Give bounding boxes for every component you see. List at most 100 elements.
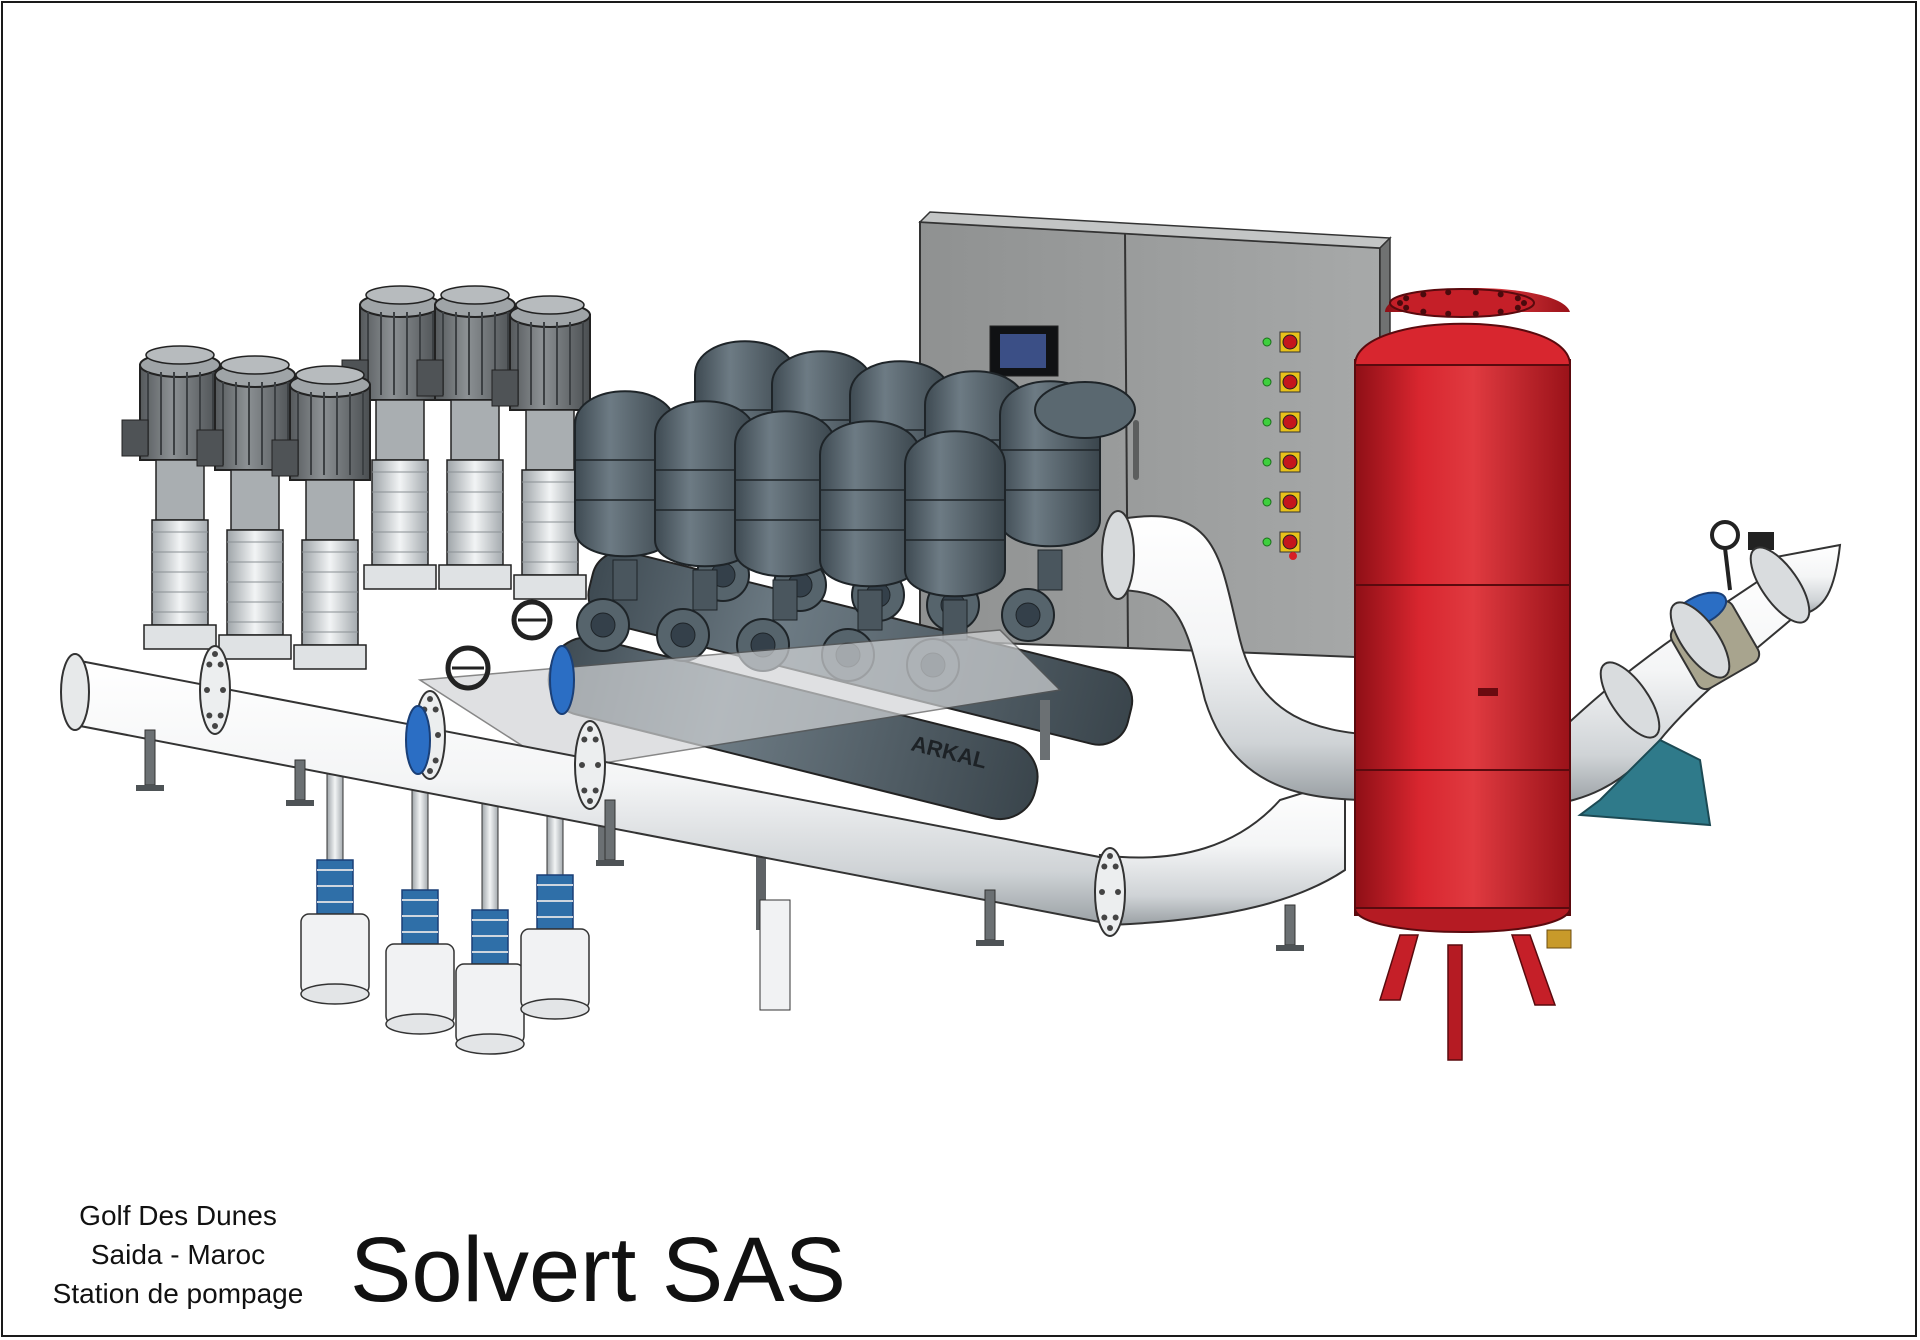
manhole-bolt bbox=[1514, 295, 1521, 302]
vertical-pumps bbox=[121, 285, 591, 670]
selector-switches bbox=[1262, 331, 1301, 560]
project-name: Golf Des Dunes bbox=[79, 1200, 277, 1231]
flange-bolt bbox=[1112, 863, 1119, 870]
suction-strainer bbox=[300, 749, 370, 1005]
switch-knob-icon bbox=[1282, 454, 1298, 470]
vertical-pump bbox=[121, 345, 221, 650]
selector-switch bbox=[1262, 531, 1301, 553]
flange-bolt bbox=[1101, 914, 1108, 921]
flange-bolt bbox=[1107, 853, 1113, 859]
company-name: Solvert SAS bbox=[350, 1219, 846, 1321]
selector-switch bbox=[1262, 371, 1301, 393]
pipe-support bbox=[1276, 904, 1304, 951]
indicator-lamp bbox=[1262, 337, 1272, 347]
suction-strainer bbox=[385, 779, 455, 1035]
suction-strainers bbox=[300, 749, 590, 1055]
pipe-flange bbox=[1749, 546, 1811, 624]
flange-bolt bbox=[579, 762, 585, 768]
vertical-pump bbox=[416, 285, 516, 590]
flange-bolt bbox=[217, 661, 224, 668]
disc-filter bbox=[654, 400, 756, 662]
switch-knob-icon bbox=[1282, 334, 1298, 350]
manhole-bolt bbox=[1445, 310, 1452, 317]
manhole-bolt bbox=[1497, 308, 1504, 315]
flange-bolt bbox=[587, 798, 593, 804]
pipe-flange bbox=[199, 645, 231, 735]
drain-valve bbox=[1546, 929, 1572, 949]
switch-knob-icon bbox=[1282, 534, 1298, 550]
manhole-bolt bbox=[1403, 304, 1410, 311]
pressure-vessel bbox=[1353, 288, 1572, 1061]
pump-motor bbox=[509, 314, 591, 411]
title-block: Golf Des Dunes Saida - Maroc Station de … bbox=[28, 1196, 328, 1313]
outlet-pipe-right bbox=[1528, 520, 1842, 827]
pump-base bbox=[218, 634, 292, 660]
pipe-end-flange bbox=[60, 653, 90, 731]
project-location: Saida - Maroc bbox=[90, 1239, 266, 1270]
pipe-flange bbox=[1669, 601, 1731, 679]
flange-bolt bbox=[1112, 914, 1119, 921]
flange-bolt bbox=[217, 712, 224, 719]
vessel-legs bbox=[1378, 934, 1557, 1061]
selector-switch bbox=[1262, 331, 1301, 353]
manhole-bolt bbox=[1521, 300, 1527, 306]
flange-bolt bbox=[212, 723, 218, 729]
flange-bolt bbox=[427, 768, 433, 774]
pump-base bbox=[293, 644, 367, 670]
strainer-basket bbox=[385, 943, 455, 1025]
flange-bolt bbox=[432, 706, 439, 713]
panel-handle-icon bbox=[1133, 420, 1139, 480]
flange-bolt bbox=[595, 762, 601, 768]
isolation-valves bbox=[405, 599, 575, 775]
flange-bolt bbox=[592, 787, 599, 794]
manhole-bolt bbox=[1472, 289, 1479, 296]
disc-filters bbox=[574, 340, 1136, 692]
terminal-box bbox=[491, 369, 519, 407]
main-discharge-pipe bbox=[60, 645, 1346, 951]
pump-base bbox=[438, 564, 512, 590]
flange-bolt bbox=[587, 726, 593, 732]
terminal-box bbox=[271, 439, 299, 477]
hmi-screen bbox=[989, 325, 1059, 377]
terminal-box bbox=[416, 359, 444, 397]
drawing-subject: Station de pompage bbox=[52, 1278, 304, 1309]
pump-motor bbox=[289, 384, 371, 481]
flange-bolt bbox=[435, 732, 441, 738]
flange-bolt bbox=[206, 661, 213, 668]
manhole-bolt bbox=[1445, 289, 1452, 296]
pump-base bbox=[513, 574, 587, 600]
control-panel bbox=[918, 211, 1392, 660]
strainer-basket bbox=[300, 913, 370, 995]
flange-bolt bbox=[220, 687, 226, 693]
manhole-bolts bbox=[1397, 289, 1527, 317]
vertical-pump bbox=[341, 285, 441, 590]
manhole-bolt bbox=[1472, 310, 1479, 317]
flange-bolt bbox=[1099, 889, 1105, 895]
flange-bolt bbox=[427, 696, 433, 702]
pipe-support bbox=[976, 889, 1004, 946]
alarm-lamp bbox=[1289, 552, 1297, 560]
manhole-bolt bbox=[1397, 300, 1403, 306]
indicator-lamp bbox=[1262, 377, 1272, 387]
selector-switch bbox=[1262, 491, 1301, 513]
pump-base bbox=[363, 564, 437, 590]
flange-bolt bbox=[432, 757, 439, 764]
manhole-bolt bbox=[1420, 291, 1427, 298]
pipe-flange bbox=[574, 720, 606, 810]
flange-bolt bbox=[1107, 925, 1113, 931]
terminal-box bbox=[196, 429, 224, 467]
indicator-lamp bbox=[1262, 537, 1272, 547]
vertical-pump bbox=[271, 365, 371, 670]
filter-dome bbox=[904, 430, 1006, 598]
selector-switch bbox=[1262, 451, 1301, 473]
flange-bolt bbox=[206, 712, 213, 719]
switch-knob-icon bbox=[1282, 374, 1298, 390]
nameplate bbox=[1478, 688, 1498, 696]
pipe-flange bbox=[1094, 847, 1126, 937]
indicator-lamp bbox=[1262, 497, 1272, 507]
indicator-lamp bbox=[1262, 417, 1272, 427]
manhole-bolt bbox=[1514, 304, 1521, 311]
indicator-lamp bbox=[1262, 457, 1272, 467]
